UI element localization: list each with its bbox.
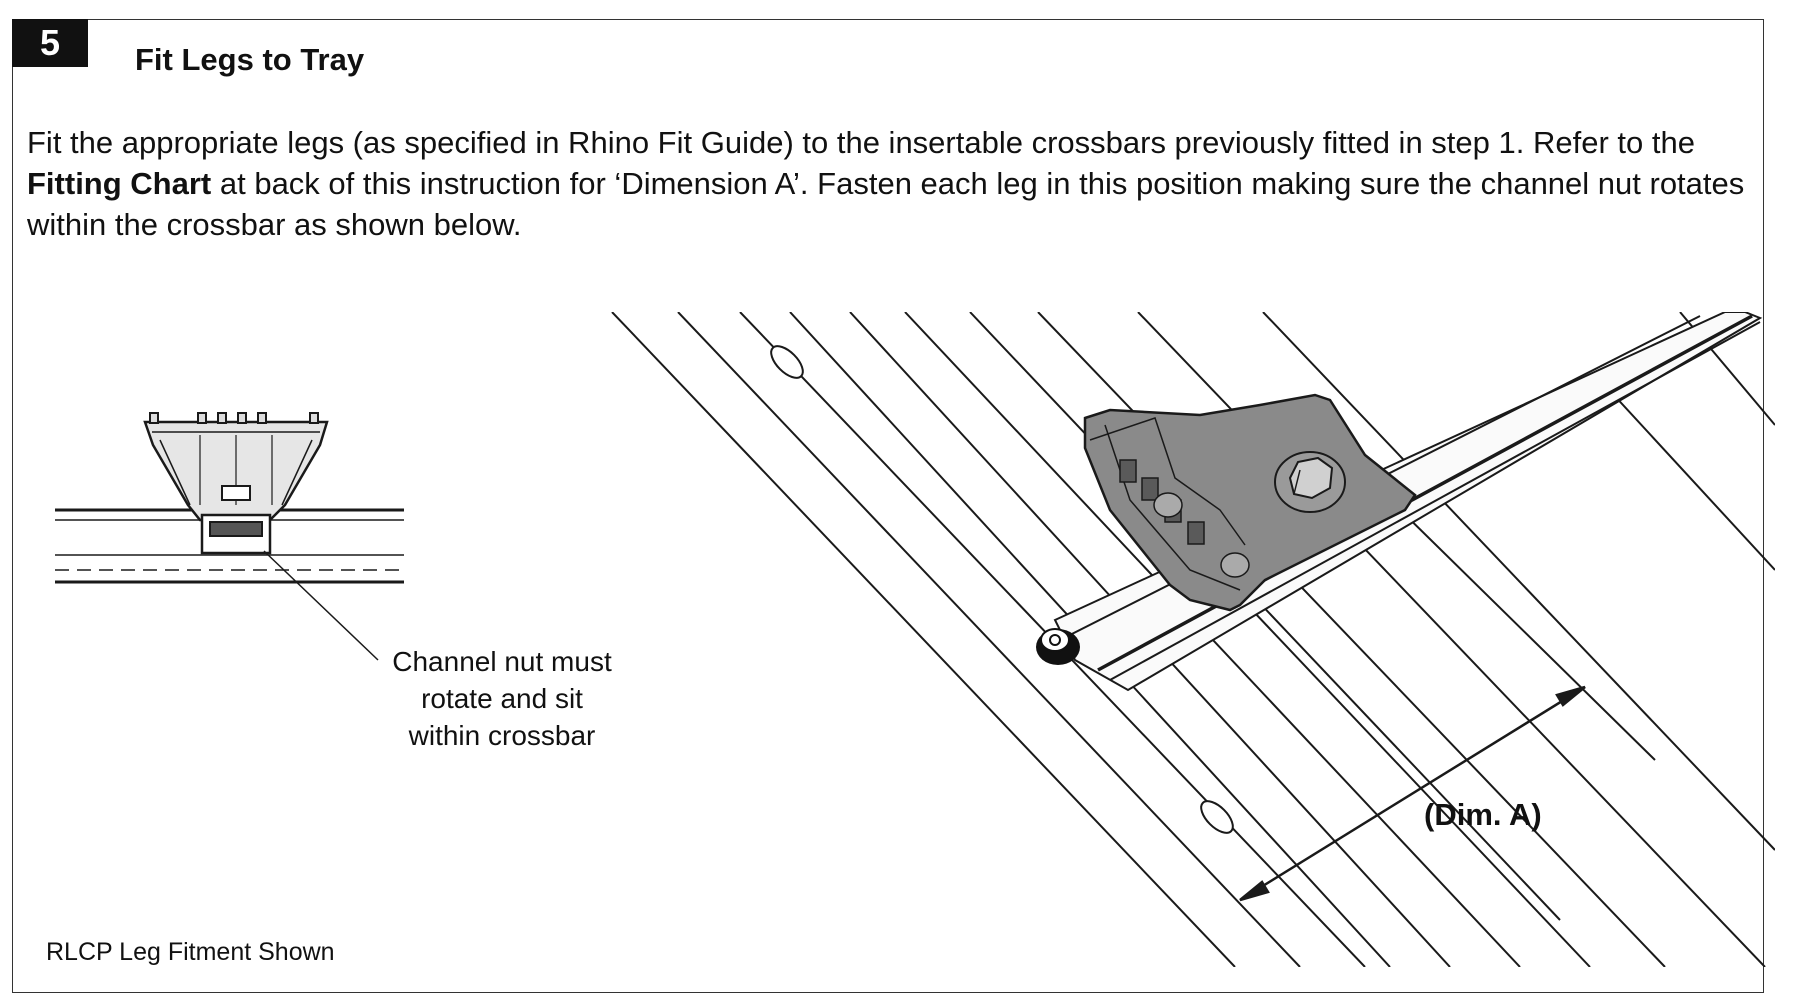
step-number: 5 <box>39 22 61 63</box>
fitting-chart-reference: Fitting Chart <box>27 166 212 201</box>
callout-line: Channel nut must <box>392 646 612 677</box>
instruction-text-part2: at back of this instruction for ‘Dimensi… <box>27 166 1745 242</box>
cross-section-diagram <box>55 412 404 661</box>
step-title: Fit Legs to Tray <box>135 42 365 77</box>
instruction-text: Fit the appropriate legs (as specified i… <box>27 122 1767 245</box>
tray-slot <box>1200 800 1234 834</box>
callout-line: within crossbar <box>408 720 596 751</box>
instruction-text-part1: Fit the appropriate legs (as specified i… <box>27 125 1695 160</box>
perspective-view <box>611 312 1775 967</box>
tray-slot <box>770 345 804 379</box>
channel-nut-callout: Channel nut must rotate and sit within c… <box>372 643 632 754</box>
dimension-a-label: (Dim. A) <box>1424 797 1542 832</box>
dimension-a-arrow <box>1239 685 1586 902</box>
mounting-button <box>1036 628 1080 665</box>
rlcp-leg <box>1083 393 1417 612</box>
step-number-badge: 5 <box>12 19 88 67</box>
instruction-panel-border <box>12 19 1764 993</box>
callout-line: rotate and sit <box>421 683 583 714</box>
fitment-note: RLCP Leg Fitment Shown <box>46 938 335 966</box>
